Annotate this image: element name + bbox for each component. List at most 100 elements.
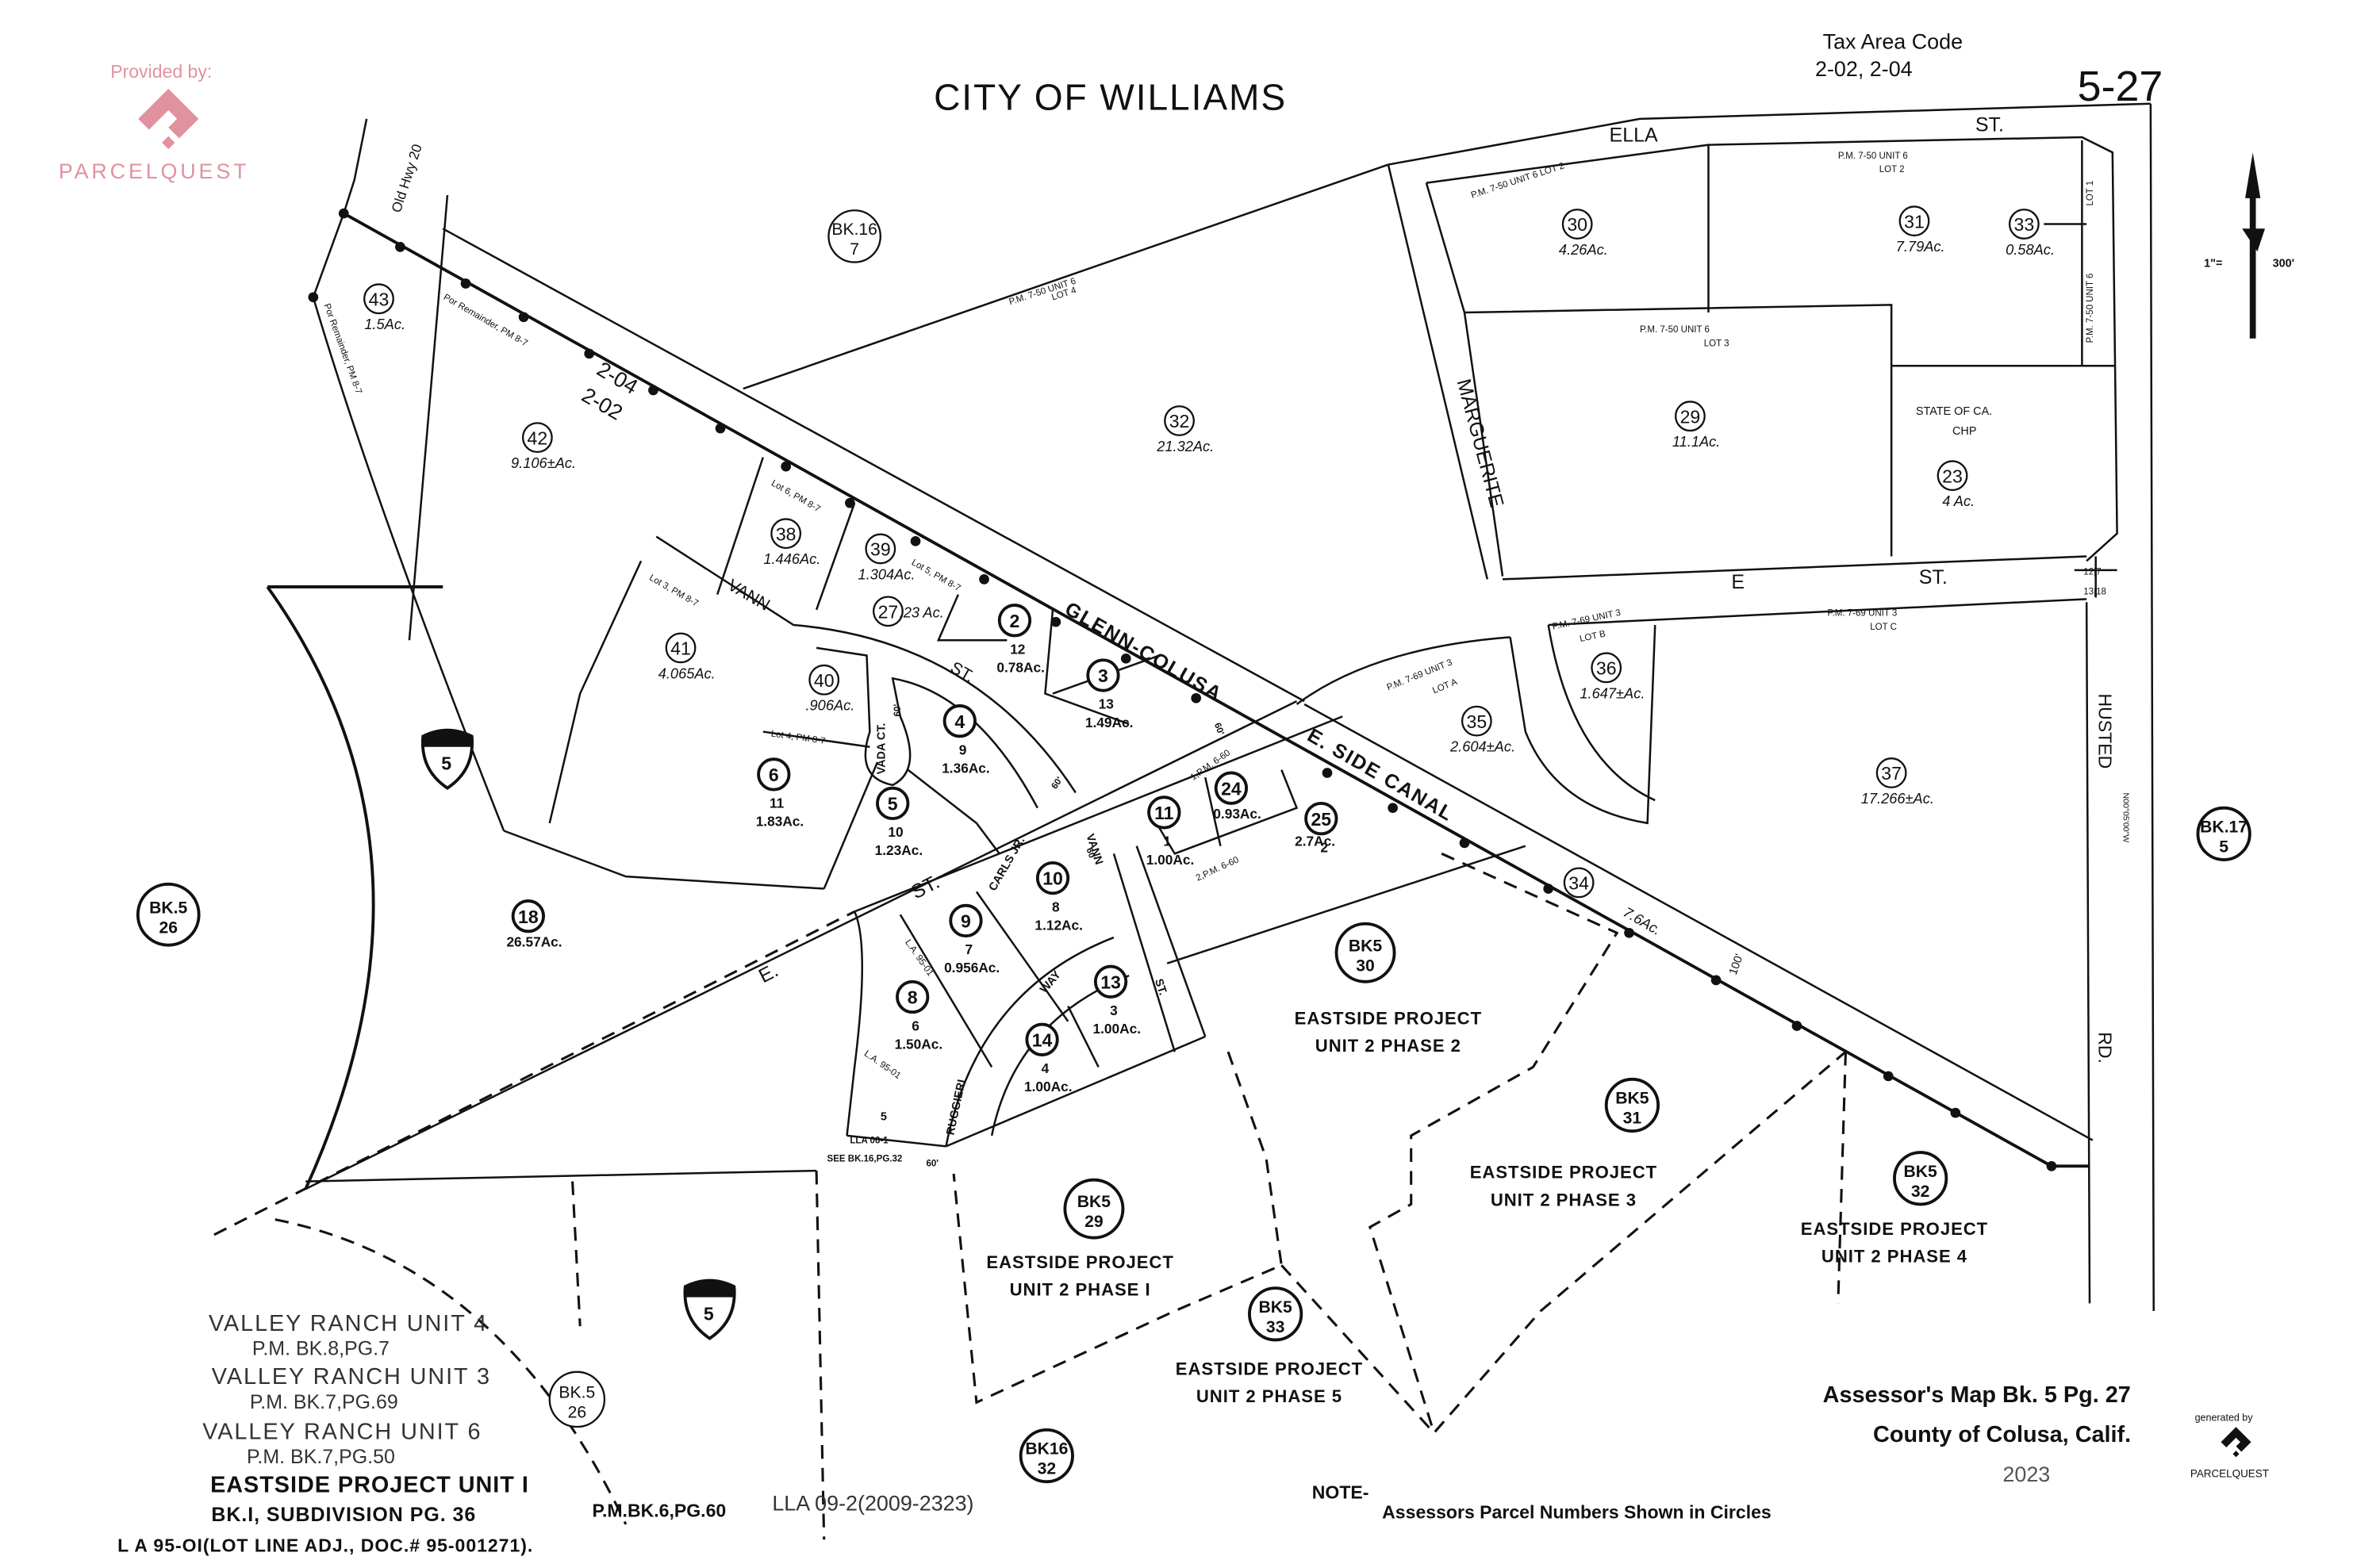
- provided-by-label: Provided by:: [110, 61, 212, 82]
- parcel-acreage: 1.12Ac.: [1035, 917, 1083, 933]
- parcel-acreage: 7.79Ac.: [1896, 238, 1945, 255]
- parcel-acreage: 1.446Ac.: [763, 550, 820, 567]
- lot-5-number: 5: [881, 1111, 887, 1124]
- section-corner: 12|7: [2083, 568, 2101, 577]
- parcel-41[interactable]: 414.065Ac.: [658, 632, 716, 682]
- plat-note: P.M. 7-50 UNIT 6: [2086, 274, 2095, 343]
- legend-lla: LLA 09-2(2009-2323): [772, 1492, 973, 1516]
- parcel-34[interactable]: 347.6Ac.: [1563, 867, 1664, 938]
- monument-dot: [1388, 803, 1398, 814]
- parcel-24[interactable]: 240.93Ac.: [1213, 771, 1261, 822]
- parcel-39[interactable]: 391.304Ac.: [858, 533, 916, 583]
- parcel-43[interactable]: 431.5Ac.: [363, 283, 405, 332]
- plat-note: P.M. 7-69 UNIT 3: [1827, 608, 1897, 618]
- monument-dot: [2046, 1161, 2057, 1171]
- lot-number: 11: [770, 795, 785, 811]
- parcel-number: 9: [961, 911, 971, 932]
- parcel-42[interactable]: 429.106±Ac.: [511, 422, 576, 471]
- legend-vr3: VALLEY RANCH UNIT 3: [212, 1364, 491, 1390]
- parcel-number: 10: [1042, 868, 1063, 889]
- parcel-acreage: 21.32Ac.: [1156, 438, 1214, 454]
- parcel-number-circle: [511, 899, 545, 933]
- project-phase: UNIT 2 PHASE 4: [1821, 1246, 1967, 1266]
- legend-ep1-ref: BK.I, SUBDIVISION PG. 36: [211, 1504, 476, 1526]
- book-reference[interactable]: BK.175: [2196, 806, 2251, 861]
- book-reference[interactable]: BK.526: [136, 882, 201, 947]
- monument-dot: [1322, 768, 1333, 778]
- plat-note: 60': [926, 1159, 939, 1168]
- project-phase: UNIT 2 PHASE 2: [1315, 1036, 1461, 1056]
- parcel-acreage: 1.00Ac.: [1024, 1079, 1073, 1094]
- parcel-number-circle: [1561, 209, 1593, 240]
- parcel-acreage: .23 Ac.: [900, 604, 944, 620]
- parcel-8[interactable]: 861.50Ac.: [895, 979, 943, 1052]
- parcel-number-circle: [521, 422, 553, 454]
- parcel-23[interactable]: 234 Ac.: [1937, 460, 1975, 509]
- street-ella-st: ST.: [1975, 113, 2004, 136]
- plat-note: CHP: [1952, 425, 1976, 438]
- monument-dot: [460, 278, 471, 289]
- plat-note: 60': [1084, 846, 1097, 861]
- parcel-9[interactable]: 970.956Ac.: [944, 903, 1000, 976]
- lot-number: 9: [959, 742, 967, 757]
- parcel-35[interactable]: 352.604±Ac.: [1449, 705, 1515, 755]
- monument-dot: [845, 497, 855, 508]
- parcel-33[interactable]: 330.58Ac.: [2006, 209, 2055, 258]
- lot-5-note: 5 LLA 06-1 SEE BK.16,PG.32: [827, 1111, 903, 1164]
- parcel-40[interactable]: 40.906Ac.: [805, 664, 854, 714]
- lot-5-see: SEE BK.16,PG.32: [827, 1155, 903, 1164]
- parcel-number: 2: [1010, 611, 1020, 631]
- parcel-31[interactable]: 317.79Ac.: [1896, 205, 1945, 255]
- parcel-38[interactable]: 381.446Ac.: [763, 518, 820, 567]
- page-number: 32: [1911, 1183, 1930, 1201]
- parcel-number-circle: [1086, 658, 1120, 692]
- parcel-acreage: 1.50Ac.: [895, 1036, 943, 1052]
- plat-note: LOT 2: [1879, 165, 1905, 174]
- parcel-30[interactable]: 304.26Ac.: [1559, 209, 1608, 258]
- tax-area-codes: 2-02, 2-04: [1815, 57, 1913, 81]
- page-number: 26: [568, 1403, 587, 1421]
- parcel-number: 30: [1567, 214, 1587, 235]
- plat-note: LOT C: [1870, 623, 1897, 632]
- page-number: 31: [1623, 1110, 1642, 1128]
- book-reference[interactable]: BK.526: [548, 1370, 606, 1428]
- parcel-number: 27: [878, 601, 899, 622]
- parcel-36[interactable]: 361.647±Ac.: [1580, 652, 1645, 702]
- book-number: BK5: [1904, 1163, 1938, 1181]
- legend-vr3-ref: P.M. BK.7,PG.69: [250, 1391, 398, 1413]
- parcel-number-circle: [896, 979, 930, 1014]
- project-name: EASTSIDE PROJECT: [1295, 1009, 1482, 1029]
- page-number: 7: [850, 240, 859, 259]
- parcel-number-circle: [1164, 405, 1195, 436]
- monument-dot: [1791, 1021, 1802, 1031]
- book-number: BK5: [1615, 1090, 1649, 1108]
- parcel-4[interactable]: 491.36Ac.: [942, 703, 990, 776]
- parcel-acreage: 1.83Ac.: [756, 814, 804, 830]
- parcel-27[interactable]: 27.23 Ac.: [873, 596, 944, 627]
- book-reference[interactable]: BK.167: [827, 209, 881, 263]
- monument-dot: [518, 312, 529, 323]
- parcel-boundaries: [213, 102, 2155, 1540]
- project-name: EASTSIDE PROJECT: [986, 1252, 1173, 1272]
